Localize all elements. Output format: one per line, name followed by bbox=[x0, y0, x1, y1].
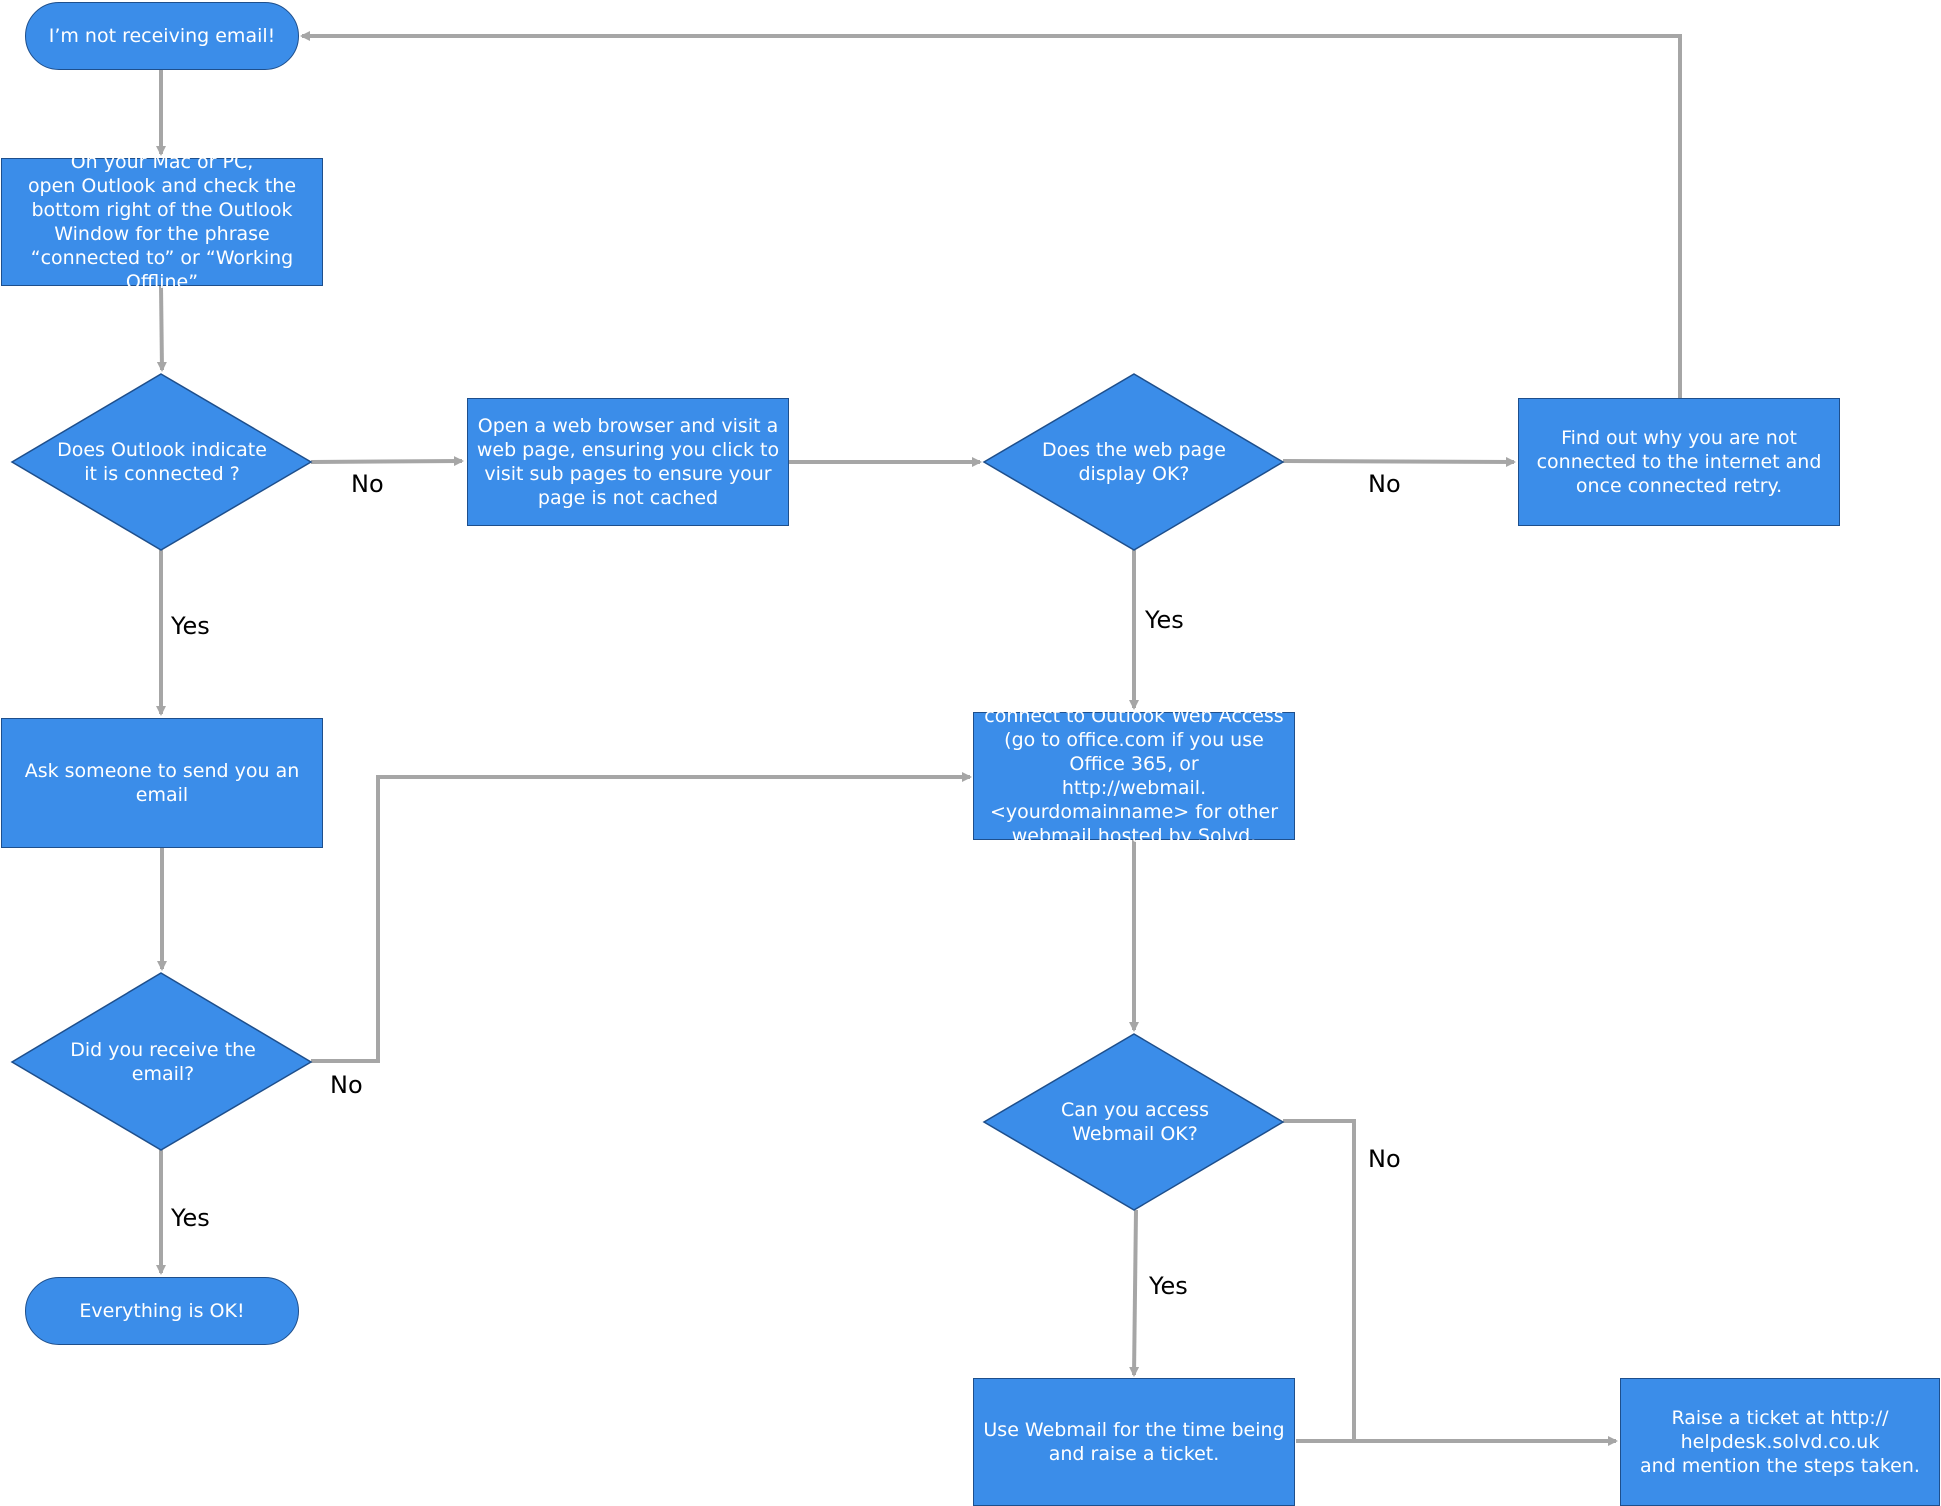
raise-ticket-step-text: Raise a ticket at http:// helpdesk.solvd… bbox=[1640, 1407, 1920, 1477]
use-webmail-step: Use Webmail for the time being and raise… bbox=[973, 1378, 1295, 1506]
edge-find-out-retry bbox=[300, 31, 1682, 398]
owa-step: connect to Outlook Web Access (go to off… bbox=[973, 705, 1295, 847]
start-terminal-text: I’m not receiving email! bbox=[48, 25, 276, 47]
edge-q-received-no bbox=[311, 772, 972, 1063]
find-out-step: Find out why you are not connected to th… bbox=[1518, 398, 1840, 526]
check-outlook-step: On your Mac or PC, open Outlook and chec… bbox=[1, 151, 323, 293]
decision-diamond-webpage bbox=[982, 373, 1285, 551]
decision-received-text: Did you receive the email? bbox=[60, 1024, 266, 1100]
start-terminal: I’m not receiving email! bbox=[25, 2, 299, 70]
decision-webmail-text: Can you access Webmail OK? bbox=[1026, 1084, 1244, 1160]
label-yes-webmail: Yes bbox=[1149, 1272, 1188, 1300]
find-out-step-text: Find out why you are not connected to th… bbox=[1536, 427, 1822, 497]
label-yes-webpage: Yes bbox=[1145, 606, 1184, 634]
ask-someone-step-text: Ask someone to send you an email bbox=[24, 760, 300, 806]
label-no-connected: No bbox=[351, 470, 384, 498]
label-no-received: No bbox=[330, 1071, 363, 1099]
use-webmail-step-text: Use Webmail for the time being and raise… bbox=[983, 1419, 1285, 1465]
label-no-webmail: No bbox=[1368, 1145, 1401, 1173]
owa-step-text: connect to Outlook Web Access (go to off… bbox=[984, 705, 1284, 847]
decision-webmail-label: Can you access Webmail OK? bbox=[1061, 1099, 1209, 1145]
decision-connected-label: Does Outlook indicate it is connected ? bbox=[57, 439, 267, 485]
decision-diamond-received bbox=[10, 972, 313, 1151]
decision-webpage-text: Does the web page display OK? bbox=[1030, 424, 1238, 500]
check-outlook-step-text: On your Mac or PC, open Outlook and chec… bbox=[27, 151, 297, 293]
edge-q-webmail-no bbox=[1283, 1119, 1356, 1441]
everything-ok-terminal-text: Everything is OK! bbox=[79, 1300, 245, 1322]
decision-connected-text: Does Outlook indicate it is connected ? bbox=[50, 424, 274, 500]
everything-ok-terminal: Everything is OK! bbox=[25, 1277, 299, 1345]
decision-received-label: Did you receive the email? bbox=[70, 1039, 256, 1085]
label-no-webpage: No bbox=[1368, 470, 1401, 498]
edge-check-to-q-connected bbox=[156, 285, 167, 372]
decision-webpage-label: Does the web page display OK? bbox=[1042, 439, 1226, 485]
edge-q-webmail-yes bbox=[1129, 1209, 1140, 1377]
open-browser-step: Open a web browser and visit a web page,… bbox=[467, 398, 789, 526]
label-yes-connected: Yes bbox=[171, 612, 210, 640]
label-yes-received: Yes bbox=[171, 1204, 210, 1232]
edge-q-connected-no bbox=[310, 456, 464, 467]
open-browser-step-text: Open a web browser and visit a web page,… bbox=[476, 415, 780, 509]
raise-ticket-step: Raise a ticket at http:// helpdesk.solvd… bbox=[1620, 1378, 1940, 1506]
edge-q-webpage-no bbox=[1282, 456, 1516, 467]
ask-someone-step: Ask someone to send you an email bbox=[1, 718, 323, 848]
decision-diamond-connected bbox=[10, 373, 313, 551]
decision-diamond-webmail bbox=[982, 1033, 1285, 1211]
